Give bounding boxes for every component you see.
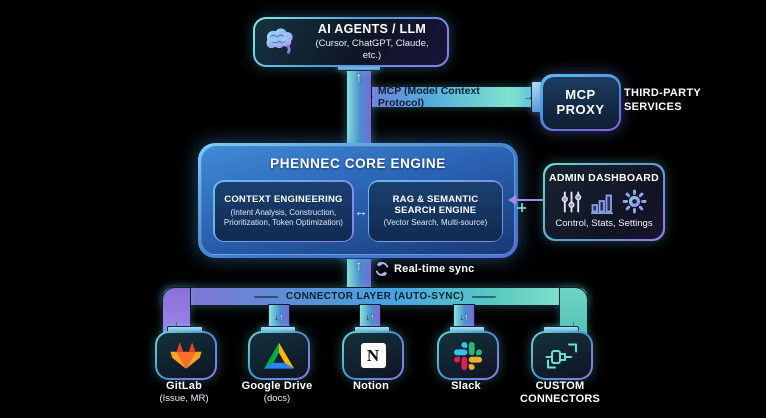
pipe-dash xyxy=(472,295,497,298)
mcp-pipe: MCP (Model Context Protocol) → xyxy=(357,85,535,109)
notion-node: N xyxy=(342,331,404,380)
up-arrow-icon: ↑ xyxy=(370,312,375,322)
connector-name: Notion xyxy=(352,380,390,392)
pipe-core-to-agents: ↑ xyxy=(346,64,372,146)
connector-name: Slack xyxy=(451,380,481,392)
admin-dashboard-node: ADMIN DASHBOARD xyxy=(543,163,665,241)
right-arrow-icon: → xyxy=(523,91,535,103)
core-engine-title: PHENNEC CORE ENGINE xyxy=(270,156,446,171)
mcp-proxy-node: MCP PROXY xyxy=(540,74,621,131)
context-engineering-node: CONTEXT ENGINEERING (Intent Analysis, Co… xyxy=(213,180,354,242)
up-arrow-icon: ↑ xyxy=(464,312,469,322)
connector-name: GitLab xyxy=(165,380,203,392)
down-arrow-icon: ↓ xyxy=(365,312,371,322)
left-arrowhead-icon xyxy=(508,195,516,205)
rag-engine-node: RAG & SEMANTIC SEARCH ENGINE (Vector Sea… xyxy=(367,180,503,242)
up-arrow-icon: ↑ xyxy=(355,69,363,85)
context-engineering-title: CONTEXT ENGINEERING xyxy=(224,194,343,206)
mcp-pipe-label: MCP (Model Context Protocol) xyxy=(377,85,480,109)
connector-name: Google Drive xyxy=(241,380,313,392)
gear-icon xyxy=(622,189,647,214)
connector-caption: (docs) xyxy=(263,393,291,405)
core-engine-node: PHENNEC CORE ENGINE CONTEXT ENGINEERING … xyxy=(198,143,518,258)
ai-agents-node: AI AGENTS / LLM (Cursor, ChatGPT, Claude… xyxy=(253,17,449,67)
ai-agents-title: AI AGENTS / LLM xyxy=(317,22,427,37)
down-arrow-icon: ↓ xyxy=(274,312,280,322)
up-arrow-icon: ↑ xyxy=(355,257,363,273)
notion-label: Notion xyxy=(323,380,419,393)
third-party-line2: SERVICES xyxy=(624,101,682,114)
sync-icon xyxy=(375,261,389,277)
plug-icon xyxy=(545,343,577,368)
down-arrow-icon: ↓ xyxy=(459,312,465,322)
pipe-dash xyxy=(253,295,278,298)
admin-dashboard-caption: Control, Stats, Settings xyxy=(555,218,653,229)
custom-connectors-node xyxy=(531,331,593,380)
connector-caption: (Issue, MR) xyxy=(159,393,209,405)
gitlab-node xyxy=(155,331,217,380)
up-arrow-icon: ↑ xyxy=(279,312,284,322)
mcp-proxy-label-line2: PROXY xyxy=(556,101,605,117)
sparkle-icon xyxy=(517,203,526,212)
brain-icon xyxy=(266,28,293,54)
admin-to-core-arrow xyxy=(515,199,545,201)
slack-label: Slack xyxy=(418,380,514,393)
context-engineering-subtitle: (Intent Analysis, Construction, Prioriti… xyxy=(223,207,343,227)
slack-node xyxy=(437,331,499,380)
google-drive-node xyxy=(248,331,310,380)
connector-layer-label: CONNECTOR LAYER (AUTO-SYNC) xyxy=(285,291,465,302)
down-arrow-icon: ↓ xyxy=(570,318,577,332)
mcp-proxy-label-line1: MCP xyxy=(565,86,596,102)
admin-dashboard-title: ADMIN DASHBOARD xyxy=(548,172,660,184)
ai-agents-subtitle: (Cursor, ChatGPT, Claude, etc.) xyxy=(315,37,429,61)
realtime-sync-label: Real-time sync xyxy=(394,263,475,275)
sliders-icon xyxy=(561,191,582,213)
rag-engine-subtitle: (Vector Search, Multi-source) xyxy=(383,218,488,228)
google-drive-icon xyxy=(263,342,295,369)
bar-chart-icon xyxy=(591,194,613,214)
third-party-line1: THIRD-PARTY xyxy=(624,87,702,99)
google-drive-label: Google Drive (docs) xyxy=(229,380,325,405)
connector-name: CUSTOM CONNECTORS xyxy=(519,380,601,406)
pipe-bus-to-notion: ↓↑ xyxy=(359,304,381,330)
slack-icon xyxy=(454,341,482,370)
custom-connectors-label: CUSTOM CONNECTORS xyxy=(512,380,608,406)
notion-icon: N xyxy=(359,342,387,369)
bidirectional-arrow-icon: ↔ xyxy=(353,203,368,219)
third-party-services-label: THIRD-PARTY SERVICES xyxy=(624,86,701,115)
gitlab-label: GitLab (Issue, MR) xyxy=(136,380,232,405)
rag-engine-title: RAG & SEMANTIC SEARCH ENGINE xyxy=(392,193,479,216)
down-arrow-icon: ↓ xyxy=(173,318,180,332)
gitlab-icon xyxy=(170,342,202,369)
